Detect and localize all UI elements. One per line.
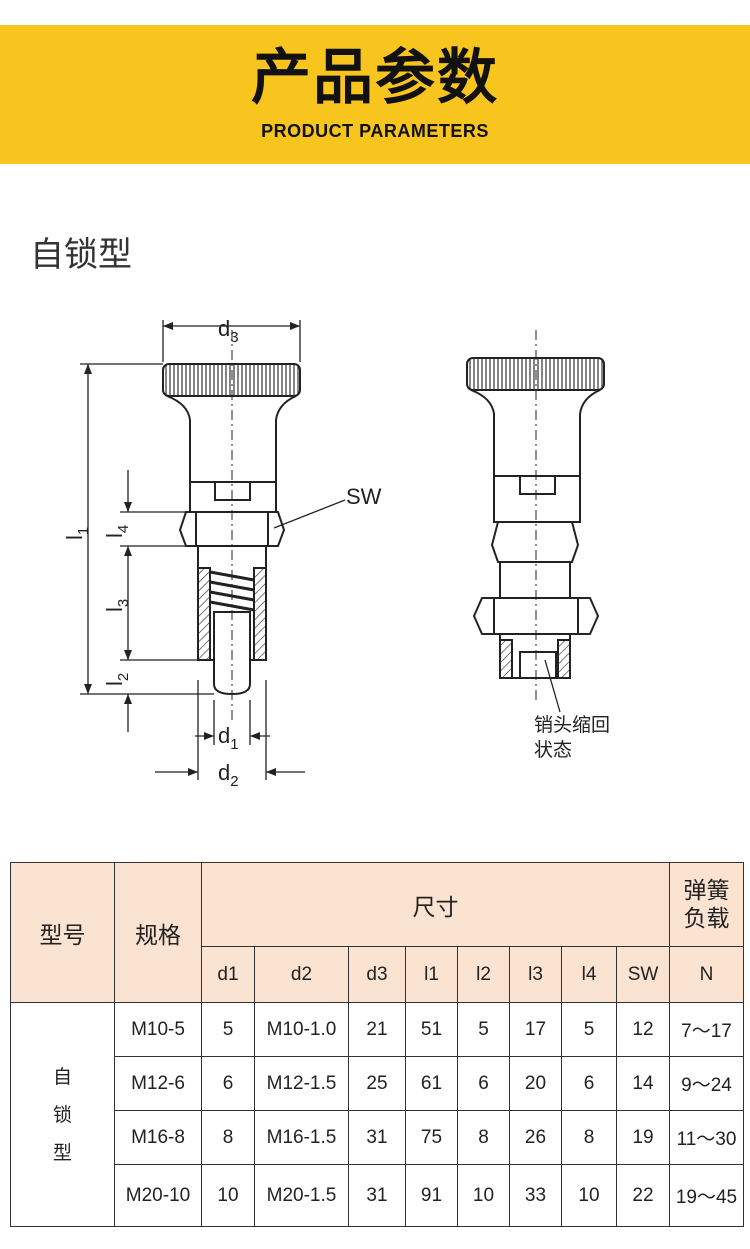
header-l1: l1: [405, 946, 458, 1003]
table-row: M16-8 8 M16-1.5 31 75 8 26 8 19 11～30: [11, 1110, 744, 1165]
cell-l2: 6: [457, 1056, 510, 1111]
label-l1: l1: [62, 527, 92, 540]
header-l4: l4: [561, 946, 617, 1003]
cell-d2: M20-1.5: [254, 1164, 349, 1227]
cell-d2: M12-1.5: [254, 1056, 349, 1111]
type-cell: 自锁型: [10, 1002, 115, 1227]
header-spring-unit: N: [669, 946, 744, 1003]
label-sw: SW: [346, 484, 382, 509]
retracted-note: 销头缩回 状态: [534, 713, 610, 763]
technical-drawing: d3 d1 d2 SW l1 l4 l3 l2: [62, 316, 605, 790]
banner-subtitle: PRODUCT PARAMETERS: [261, 121, 489, 141]
cell-l3: 33: [509, 1164, 562, 1227]
table-row: M20-10 10 M20-1.5 31 91 10 33 10 22 19～4…: [11, 1164, 744, 1227]
cell-l4: 5: [561, 1002, 617, 1057]
cell-l3: 26: [509, 1110, 562, 1165]
cell-d1: 6: [201, 1056, 255, 1111]
label-l2: l2: [102, 673, 132, 686]
cell-spring-load: 11～30: [669, 1110, 744, 1165]
header-spring: 弹簧负载: [669, 862, 744, 947]
cell-sw: 14: [616, 1056, 670, 1111]
header-l2: l2: [457, 946, 510, 1003]
header-type: 型号: [10, 862, 115, 1003]
note-line-2: 状态: [534, 739, 573, 761]
cell-sw: 12: [616, 1002, 670, 1057]
cell-spec: M12-6: [114, 1056, 202, 1111]
cell-d1: 8: [201, 1110, 255, 1165]
header-spec: 规格: [114, 862, 202, 1003]
header-banner: 产品参数 PRODUCT PARAMETERS: [0, 25, 750, 164]
header-d3: d3: [348, 946, 406, 1003]
header-l3: l3: [509, 946, 562, 1003]
cell-spring-load: 19～45: [669, 1164, 744, 1227]
label-d3: d3: [218, 316, 239, 346]
cell-l4: 8: [561, 1110, 617, 1165]
cell-l1: 75: [405, 1110, 458, 1165]
cell-d2: M16-1.5: [254, 1110, 349, 1165]
cell-spec: M20-10: [114, 1164, 202, 1227]
cell-l2: 5: [457, 1002, 510, 1057]
cell-d1: 5: [201, 1002, 255, 1057]
cell-l3: 17: [509, 1002, 562, 1057]
cell-l2: 8: [457, 1110, 510, 1165]
cell-spring-load: 9～24: [669, 1056, 744, 1111]
header-d1: d1: [201, 946, 255, 1003]
cell-l4: 6: [561, 1056, 617, 1111]
label-l3: l3: [102, 599, 132, 612]
cell-spring-load: 7～17: [669, 1002, 744, 1057]
parameter-table: 型号 规格 尺寸 弹簧负载 d1 d2 d3 l1 l2 l3 l4 SW N …: [10, 862, 744, 1227]
left-view: [162, 330, 301, 720]
cell-l4: 10: [561, 1164, 617, 1227]
cell-d3: 21: [348, 1002, 406, 1057]
cell-l1: 61: [405, 1056, 458, 1111]
header-d2: d2: [254, 946, 349, 1003]
cell-spec: M16-8: [114, 1110, 202, 1165]
cell-d3: 25: [348, 1056, 406, 1111]
cell-d2: M10-1.0: [254, 1002, 349, 1057]
cell-d1: 10: [201, 1164, 255, 1227]
header-size: 尺寸: [201, 862, 670, 947]
cell-l1: 91: [405, 1164, 458, 1227]
table-row: 自锁型 M10-5 5 M10-1.0 21 51 5 17 5 12 7～17: [10, 1002, 744, 1227]
note-line-1: 销头缩回: [534, 714, 611, 736]
right-view: [466, 330, 605, 713]
header-sw: SW: [616, 946, 670, 1003]
cell-d3: 31: [348, 1110, 406, 1165]
cell-l3: 20: [509, 1056, 562, 1111]
cell-d3: 31: [348, 1164, 406, 1227]
label-l4: l4: [102, 525, 132, 538]
cell-l1: 51: [405, 1002, 458, 1057]
cell-sw: 22: [616, 1164, 670, 1227]
cell-spec: M10-5: [114, 1002, 202, 1057]
table-row: M12-6 6 M12-1.5 25 61 6 20 6 14 9～24: [11, 1056, 744, 1111]
label-d1: d1: [218, 723, 239, 753]
section-title: 自锁型: [30, 235, 132, 275]
label-d2: d2: [218, 760, 239, 790]
banner-title: 产品参数: [251, 43, 499, 113]
cell-sw: 19: [616, 1110, 670, 1165]
cell-l2: 10: [457, 1164, 510, 1227]
